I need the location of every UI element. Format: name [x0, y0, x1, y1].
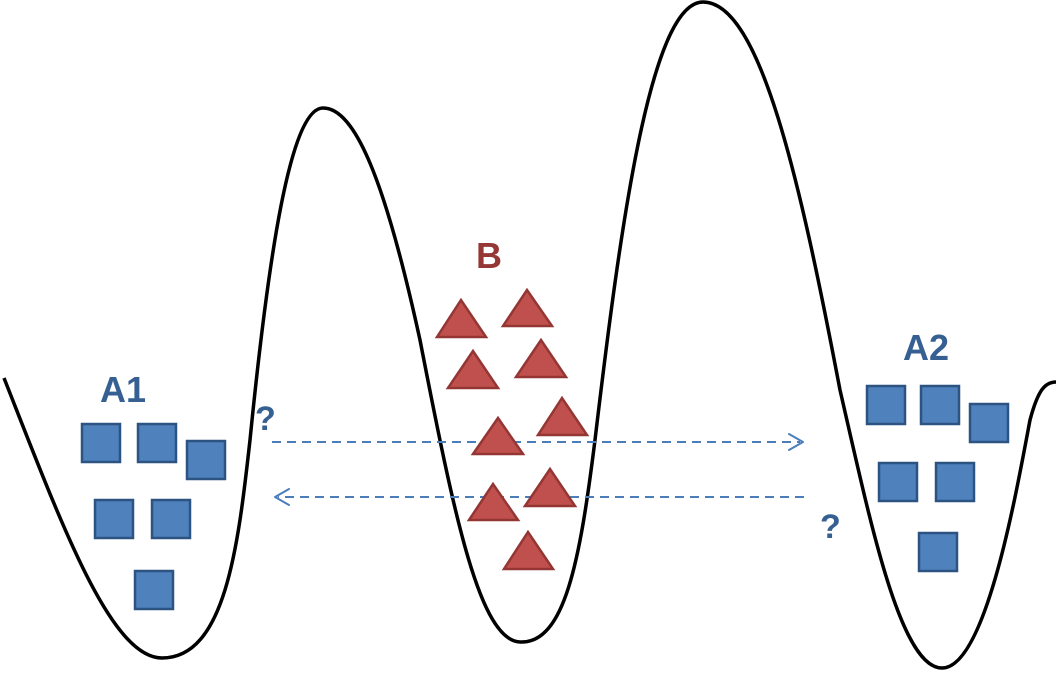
- label-a2: A2: [903, 327, 949, 368]
- square-particle: [93, 498, 135, 540]
- well-a2-particles: [865, 384, 1010, 573]
- triangle-particle: [470, 415, 526, 456]
- square-particle: [150, 498, 192, 540]
- well-a1-particles: [80, 422, 227, 611]
- triangle-particle: [434, 297, 489, 339]
- arrow-left-head: [274, 488, 290, 506]
- label-b: B: [476, 235, 502, 276]
- triangle-particle: [501, 529, 556, 571]
- label-a1: A1: [100, 369, 146, 410]
- question-mark-lower: ?: [820, 508, 841, 546]
- square-particle: [133, 569, 175, 611]
- square-particle: [185, 439, 227, 481]
- arrow-right: [272, 433, 804, 451]
- square-particle: [865, 384, 907, 426]
- triangle-particle: [513, 337, 569, 379]
- triangle-particle: [445, 348, 501, 390]
- triangle-particle: [466, 481, 521, 522]
- square-particle: [80, 422, 122, 464]
- arrow-right-head: [788, 433, 804, 451]
- triangle-particle: [522, 466, 578, 508]
- question-mark-upper: ?: [255, 400, 276, 438]
- square-particle: [917, 531, 959, 573]
- square-particle: [136, 422, 178, 464]
- square-particle: [968, 402, 1010, 444]
- square-particle: [934, 461, 976, 503]
- triangle-particle: [535, 395, 590, 437]
- well-b-particles: [434, 287, 590, 571]
- square-particle: [877, 461, 919, 503]
- square-particle: [919, 384, 961, 426]
- triangle-particle: [500, 287, 555, 328]
